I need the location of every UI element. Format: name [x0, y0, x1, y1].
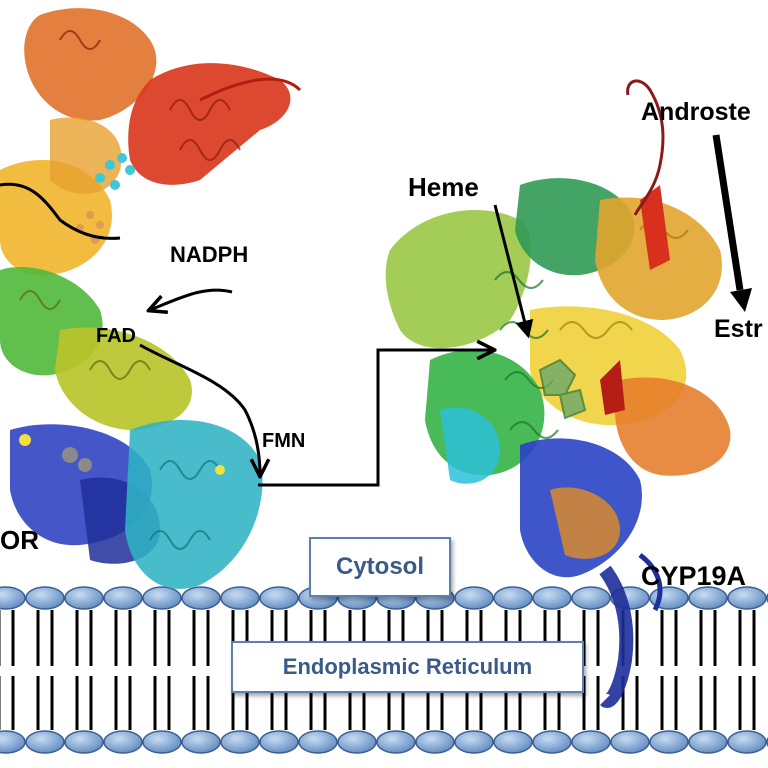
lipid-head: [103, 730, 143, 754]
lipid-head: [259, 586, 299, 610]
lipid-head: [0, 586, 26, 610]
lipid-head: [376, 730, 416, 754]
lipid-head: [181, 730, 221, 754]
endoplasmic-reticulum-label: Endoplasmic Reticulum: [282, 654, 533, 679]
nadph-to-fad-arrow: [150, 288, 233, 310]
lipid-head: [25, 730, 65, 754]
lipid-head: [571, 730, 611, 754]
lipid-head: [649, 730, 689, 754]
lipid-head: [337, 730, 377, 754]
estrone-label: Estr: [714, 315, 763, 343]
lipid-head: [220, 586, 260, 610]
lipid-head: [727, 586, 767, 610]
fad-to-fmn-arrow: [139, 343, 260, 475]
lipid-head: [454, 730, 494, 754]
lipid-head: [454, 586, 494, 610]
fad-label: FAD: [96, 325, 136, 347]
lipid-head: [532, 586, 572, 610]
por-protein-structure: [0, 8, 302, 589]
lipid-head: [571, 586, 611, 610]
lipid-head: [25, 586, 65, 610]
por-label: OR: [0, 525, 39, 555]
lipid-head: [259, 730, 299, 754]
androstenedione-to-estrone-arrow: [712, 134, 752, 312]
lipid-head: [415, 730, 455, 754]
cyp19a1-label: CYP19A: [641, 561, 746, 591]
heme-pointer-arrow: [493, 204, 534, 339]
lipid-head: [493, 730, 533, 754]
electron-flow-arrows: [139, 204, 534, 487]
lipid-head: [103, 586, 143, 610]
lipid-head: [688, 730, 728, 754]
lipid-head: [64, 730, 104, 754]
endoplasmic-reticulum-label-box: Endoplasmic Reticulum: [231, 641, 584, 693]
lipid-head: [142, 730, 182, 754]
lipid-head: [0, 730, 26, 754]
androstenedione-label: Androste: [641, 98, 751, 126]
lipid-head: [298, 730, 338, 754]
lipid-head: [610, 730, 650, 754]
nadph-label: NADPH: [170, 242, 248, 267]
lipid-head: [532, 730, 572, 754]
cytosol-label: Cytosol: [335, 553, 424, 580]
lipid-head: [181, 586, 221, 610]
heme-label: Heme: [408, 172, 479, 202]
lipid-head: [493, 586, 533, 610]
lipid-head: [142, 586, 182, 610]
lipid-head: [688, 586, 728, 610]
lipid-head: [64, 586, 104, 610]
lipid-head: [220, 730, 260, 754]
fmn-to-heme-arrow: [258, 350, 493, 487]
lipid-head: [727, 730, 767, 754]
fmn-label: FMN: [262, 430, 305, 452]
cyp19a1-protein-structure: [385, 79, 731, 708]
cytosol-label-box: Cytosol: [309, 537, 451, 597]
